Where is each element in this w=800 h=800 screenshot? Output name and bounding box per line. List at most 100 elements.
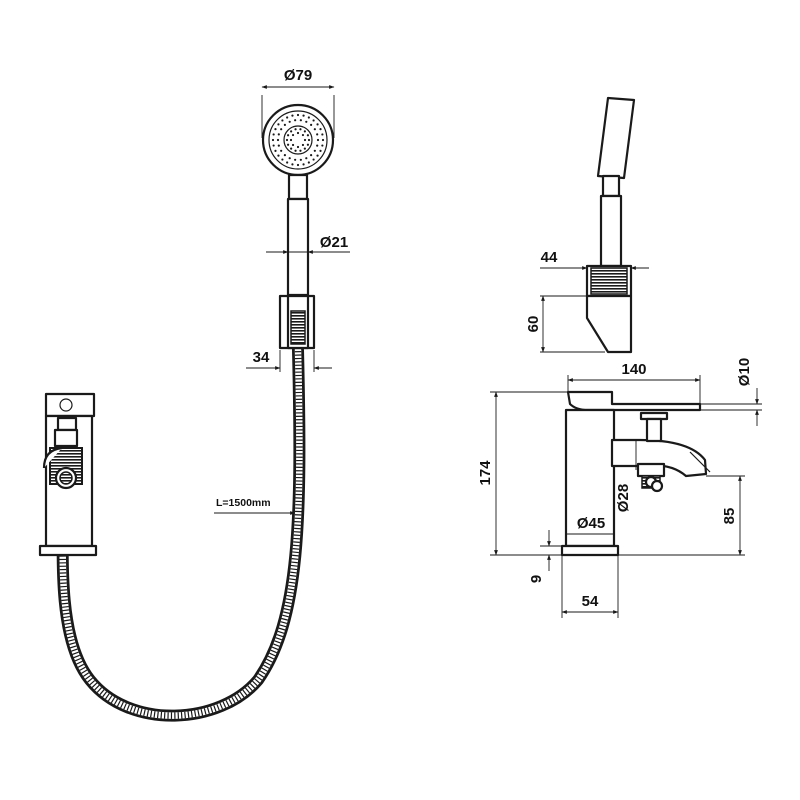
nozzle-dot — [294, 158, 297, 161]
nozzle-dot — [271, 138, 275, 142]
nozzle-dot — [316, 133, 319, 136]
dim-label-handle-diameter: Ø21 — [320, 234, 348, 251]
nozzle-dot — [281, 158, 284, 161]
nozzle-dot — [313, 128, 316, 131]
dim-label-body-diameter: Ø45 — [577, 515, 605, 532]
dim-base-width: 54 — [561, 555, 619, 618]
nozzle-dot — [312, 119, 315, 122]
nozzle-dot — [307, 138, 311, 142]
dim-label-base-height: 9 — [528, 575, 545, 583]
dim-label-holder-depth: 44 — [541, 249, 558, 266]
nozzle-dot — [302, 163, 305, 166]
nozzle-dot — [301, 143, 305, 147]
nozzle-dot — [296, 163, 300, 167]
dim-label-holder-width: 34 — [253, 349, 270, 366]
nozzle-dot — [281, 119, 284, 122]
dim-handle: Ø21 — [266, 234, 350, 254]
dim-base-height: 9 — [528, 530, 562, 583]
nozzle-dot — [321, 138, 325, 142]
nozzle-dot — [285, 138, 289, 142]
nozzle-dot — [289, 138, 293, 142]
nozzle-dot — [286, 116, 289, 119]
dim-label-lever-diameter: Ø10 — [736, 358, 753, 386]
nozzle-dot — [294, 149, 297, 152]
shower-hose — [56, 344, 306, 722]
nozzle-dot — [290, 147, 293, 150]
nozzle-dot — [274, 149, 277, 152]
nozzle-dot — [286, 161, 289, 164]
dim-label-spout-height: 85 — [721, 508, 738, 525]
nozzle-dot — [319, 128, 322, 131]
holder-side-view: 44 60 — [525, 96, 649, 354]
nozzle-dot — [319, 149, 322, 152]
nozzle-dot — [283, 123, 286, 126]
nozzle-dot — [299, 119, 302, 122]
nozzle-dot — [276, 138, 280, 142]
nozzle-dot — [310, 123, 313, 126]
dim-holder-depth: 44 — [540, 249, 649, 270]
front-view: Ø79 Ø21 34 L=1500mm — [38, 67, 350, 722]
nozzle-dot — [299, 128, 302, 131]
nozzle-dot — [286, 143, 290, 146]
nozzle-dot — [316, 144, 319, 147]
nozzle-dot — [291, 133, 295, 137]
dim-lever: Ø10 — [700, 358, 762, 426]
nozzle-dot — [305, 157, 308, 160]
nozzle-dot — [296, 131, 300, 135]
nozzle-dot — [307, 116, 310, 119]
nozzle-dot — [280, 128, 283, 131]
mixer-body-front — [38, 392, 98, 557]
nozzle-dot — [291, 163, 294, 166]
nozzle-dot — [277, 133, 280, 136]
nozzle-dot — [272, 144, 275, 147]
nozzle-dot — [316, 123, 319, 126]
nozzle-dot — [274, 128, 277, 131]
nozzle-dot — [316, 138, 320, 142]
nozzle-dot — [296, 145, 300, 149]
nozzle-dot — [286, 134, 290, 137]
nozzle-dot — [277, 144, 280, 147]
dim-holder-width: 34 — [246, 349, 332, 372]
dim-diverter: Ø28 — [615, 440, 637, 512]
dim-label-diverter-diameter: Ø28 — [615, 484, 632, 512]
nozzle-dot — [288, 120, 291, 123]
nozzle-dot — [294, 119, 297, 122]
dim-hose-length: L=1500mm — [214, 497, 296, 515]
nozzle-dot — [321, 144, 324, 147]
nozzle-dot — [303, 147, 306, 150]
dim-label-hose-length: L=1500mm — [216, 497, 271, 509]
nozzle-dot — [277, 154, 280, 157]
nozzle-dot — [306, 134, 310, 137]
nozzle-dot — [283, 154, 286, 157]
nozzle-dot — [321, 133, 324, 136]
nozzle-dot — [310, 154, 313, 157]
dim-holder-height: 60 — [525, 295, 605, 353]
nozzle-dot — [272, 133, 275, 136]
nozzle-dot — [280, 149, 283, 152]
dim-shower-head: Ø79 — [261, 67, 335, 138]
dim-spout-length: 140 — [567, 361, 701, 404]
nozzle-dot — [307, 161, 310, 164]
dim-label-total-height: 174 — [477, 460, 494, 486]
dim-spout-height: 85 — [618, 475, 745, 556]
nozzle-dot — [303, 130, 306, 133]
dim-label-spout-length: 140 — [621, 361, 646, 378]
nozzle-dot — [306, 143, 310, 146]
nozzle-dot — [290, 130, 293, 133]
nozzle-dot — [299, 158, 302, 161]
nozzle-dot — [299, 149, 302, 152]
nozzle-dot — [288, 157, 291, 160]
dim-label-head-diameter: Ø79 — [284, 67, 312, 84]
nozzle-dot — [294, 128, 297, 131]
nozzle-dot — [316, 154, 319, 157]
nozzle-dot — [313, 149, 316, 152]
dim-label-base-width: 54 — [582, 593, 599, 610]
shower-head-front — [261, 103, 335, 297]
wall-holder-front — [278, 294, 316, 350]
nozzle-dot — [291, 114, 294, 117]
nozzle-dot — [296, 113, 300, 117]
nozzle-dot — [312, 158, 315, 161]
mixer-side-view: 140 Ø10 174 Ø28 85 — [477, 358, 762, 618]
nozzle-dot — [301, 133, 305, 137]
